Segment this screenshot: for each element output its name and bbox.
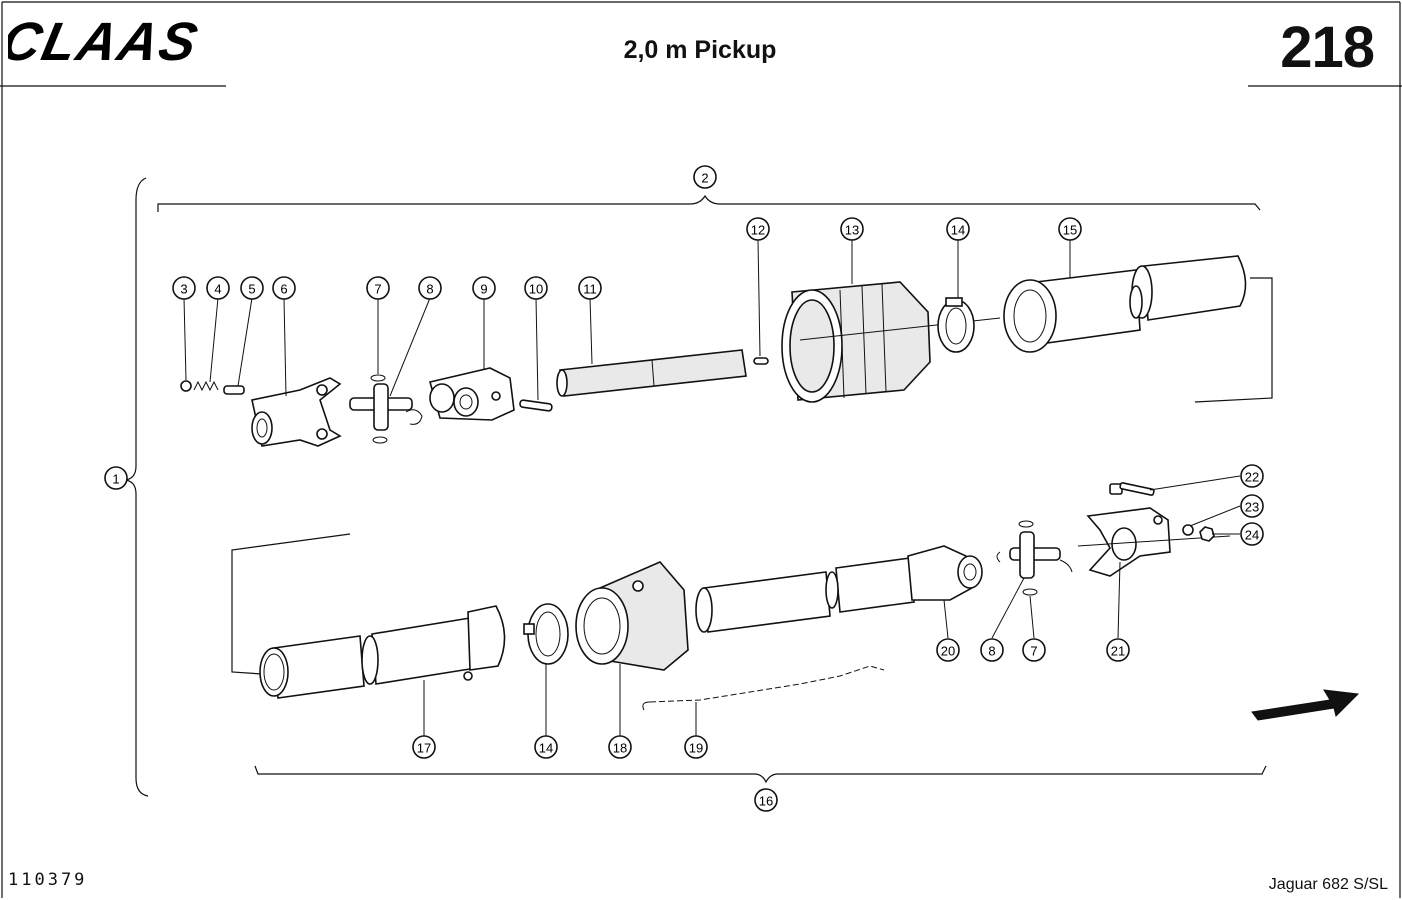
callout-14-lower: 14 — [534, 735, 558, 759]
svg-text:17: 17 — [417, 741, 431, 756]
upper-shaft-half — [180, 255, 1247, 447]
inner-yoke-part — [429, 367, 515, 421]
callout-8-lower: 8 — [980, 638, 1004, 662]
bearing-ring-part — [937, 297, 975, 353]
svg-text:5: 5 — [248, 282, 255, 297]
svg-text:11: 11 — [583, 282, 597, 297]
drawing-number: 110379 — [8, 870, 88, 890]
ball-part — [180, 380, 192, 392]
arrow-right-icon — [1251, 689, 1360, 721]
svg-text:24: 24 — [1245, 528, 1259, 543]
svg-text:19: 19 — [689, 741, 703, 756]
chain-hook-part — [642, 701, 651, 711]
callout-19: 19 — [684, 735, 708, 759]
outer-tube-part — [259, 605, 506, 699]
svg-text:12: 12 — [751, 223, 765, 238]
svg-text:22: 22 — [1245, 470, 1259, 485]
callout-5: 5 — [240, 276, 264, 300]
svg-text:1: 1 — [112, 472, 119, 487]
callout-21: 21 — [1106, 638, 1130, 662]
callout-15: 15 — [1058, 217, 1082, 241]
svg-text:21: 21 — [1111, 644, 1125, 659]
callout-16: 16 — [754, 788, 778, 812]
svg-text:6: 6 — [280, 282, 287, 297]
brand-logo-text: CLAAS — [8, 14, 204, 70]
svg-text:20: 20 — [941, 644, 955, 659]
callout-12: 12 — [746, 217, 770, 241]
pin-part — [223, 385, 245, 395]
callout-9: 9 — [472, 276, 496, 300]
svg-text:18: 18 — [613, 741, 627, 756]
callout-10: 10 — [524, 276, 548, 300]
svg-text:8: 8 — [988, 644, 995, 659]
inner-profile-tube-part — [556, 349, 747, 397]
roll-pin-part — [519, 399, 553, 412]
circlip-part — [372, 436, 388, 444]
yoke-part — [251, 377, 342, 447]
svg-text:16: 16 — [759, 794, 773, 809]
lower-shaft-half — [259, 482, 1231, 711]
callout-22: 22 — [1240, 464, 1264, 488]
circlip-part — [1018, 520, 1034, 528]
bearing-ring-part — [523, 603, 569, 665]
svg-text:4: 4 — [214, 282, 221, 297]
callout-20: 20 — [936, 638, 960, 662]
svg-text:10: 10 — [529, 282, 543, 297]
circlip-part — [370, 374, 386, 382]
svg-text:7: 7 — [374, 282, 381, 297]
page-title: 2,0 m Pickup — [623, 36, 777, 64]
bolt-part — [1109, 482, 1155, 496]
callout-7: 7 — [366, 276, 390, 300]
svg-text:3: 3 — [180, 282, 187, 297]
callout-11: 11 — [578, 276, 602, 300]
svg-text:9: 9 — [480, 282, 487, 297]
callout-8: 8 — [418, 276, 442, 300]
tractor-yoke-part — [1086, 507, 1171, 577]
svg-text:23: 23 — [1245, 500, 1259, 515]
inner-yoke-part — [907, 545, 983, 601]
svg-text:13: 13 — [845, 223, 859, 238]
svg-text:8: 8 — [426, 282, 433, 297]
inner-profile-tube-part — [695, 557, 915, 633]
leader-lines — [183, 239, 1241, 736]
callout-18: 18 — [608, 735, 632, 759]
callout-24: 24 — [1240, 522, 1264, 546]
nut-part — [1199, 526, 1215, 542]
outer-guard-tube-part — [1003, 255, 1247, 353]
svg-text:14: 14 — [951, 223, 965, 238]
washer-part — [1182, 524, 1194, 536]
machine-model: Jaguar 682 S/SL — [1268, 876, 1388, 893]
circlip-part — [1022, 588, 1038, 596]
page-number: 218 — [1280, 15, 1375, 80]
guard-cone-part — [781, 281, 931, 403]
callout-14: 14 — [946, 217, 970, 241]
svg-text:7: 7 — [1030, 644, 1037, 659]
universal-joint-cross-part — [996, 531, 1073, 579]
callout-13: 13 — [840, 217, 864, 241]
svg-text:2: 2 — [701, 171, 708, 186]
spring-part — [193, 380, 219, 392]
callout-17: 17 — [412, 735, 436, 759]
callout-6: 6 — [272, 276, 296, 300]
grease-nipple-part — [753, 357, 769, 365]
assembly-brackets — [125, 177, 1273, 797]
svg-text:14: 14 — [539, 741, 553, 756]
callout-7-lower: 7 — [1022, 638, 1046, 662]
callout-group: 1 2 3 4 5 6 7 8 9 10 11 12 13 14 15 16 1… — [104, 165, 1264, 812]
safety-chain-part — [649, 665, 885, 703]
callout-1: 1 — [104, 466, 128, 490]
svg-text:15: 15 — [1063, 223, 1077, 238]
claas-logo-icon: CLAAS — [8, 14, 204, 70]
callout-2: 2 — [693, 165, 717, 189]
callout-4: 4 — [206, 276, 230, 300]
guard-cone-part — [575, 561, 689, 671]
universal-joint-cross-part — [349, 383, 423, 431]
callout-23: 23 — [1240, 494, 1264, 518]
callout-3: 3 — [172, 276, 196, 300]
